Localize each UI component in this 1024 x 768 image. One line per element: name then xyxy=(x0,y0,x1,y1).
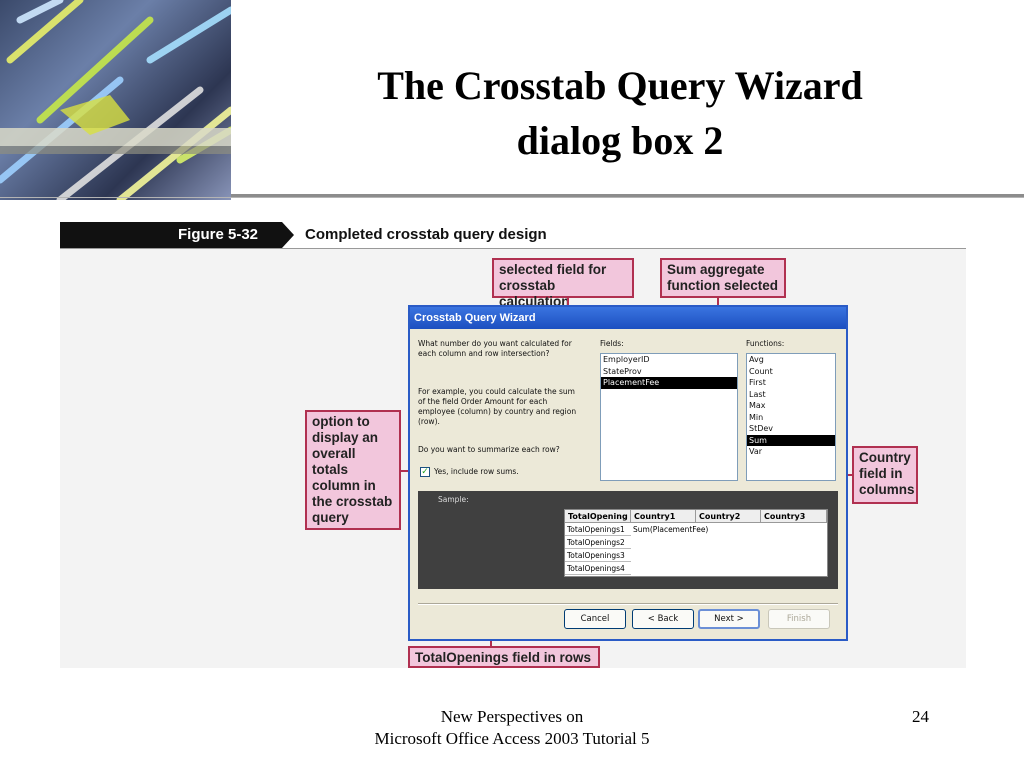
grid-header: Country1 xyxy=(631,510,696,523)
sample-label: Sample: xyxy=(438,495,469,504)
function-item[interactable]: Avg xyxy=(749,355,764,364)
slide-title: The Crosstab Query Wizard dialog box 2 xyxy=(377,63,863,163)
grid-header: Country2 xyxy=(696,510,761,523)
grid-header: Country3 xyxy=(761,510,827,523)
back-button[interactable]: < Back xyxy=(632,609,694,629)
function-item-selected[interactable]: Sum xyxy=(747,434,835,446)
cancel-button[interactable]: Cancel xyxy=(564,609,626,629)
footer-text: New Perspectives on Microsoft Office Acc… xyxy=(374,707,650,748)
function-item[interactable]: First xyxy=(749,378,766,387)
field-item[interactable]: StateProv xyxy=(603,366,642,376)
include-row-sums-label: Yes, include row sums. xyxy=(434,467,519,476)
function-item[interactable]: Max xyxy=(749,401,766,410)
fields-label: Fields: xyxy=(600,339,624,348)
functions-label: Functions: xyxy=(746,339,785,348)
next-button[interactable]: Next > xyxy=(698,609,760,629)
callout-total-openings-rows: TotalOpenings field in rows xyxy=(408,646,600,668)
grid-row-label: TotalOpenings4 xyxy=(565,562,631,575)
field-item[interactable]: EmployerID xyxy=(603,355,650,364)
function-item[interactable]: Last xyxy=(749,389,766,399)
figure-number: Figure 5-32 xyxy=(60,222,282,248)
function-item[interactable]: Min xyxy=(749,412,764,422)
grid-row-label: TotalOpenings1 xyxy=(565,523,631,536)
function-item[interactable]: Var xyxy=(749,447,763,456)
sample-grid: TotalOpening Country1 Country2 Country3 … xyxy=(564,509,828,577)
title-divider xyxy=(231,194,1024,197)
grid-row-label: TotalOpenings2 xyxy=(565,536,631,549)
grid-row-label: TotalOpenings3 xyxy=(565,549,631,562)
field-item-selected[interactable]: PlacementFee xyxy=(601,377,737,389)
dialog-title: Crosstab Query Wizard xyxy=(410,307,846,329)
functions-listbox[interactable]: Avg Count First Last Max Min StDev Sum V… xyxy=(746,353,836,481)
function-item[interactable]: Count xyxy=(749,366,773,376)
function-item[interactable]: StDev xyxy=(749,424,774,433)
include-row-sums-checkbox[interactable]: ✓ xyxy=(420,467,430,477)
figure-arrow-icon xyxy=(282,222,294,248)
finish-button[interactable]: Finish xyxy=(768,609,830,629)
title-divider-thin xyxy=(0,197,1024,198)
page-number: 24 xyxy=(912,707,929,726)
grid-value-cell: Sum(PlacementFee) xyxy=(633,525,709,534)
example-text: For example, you could calculate the sum… xyxy=(418,387,577,426)
summarize-question: Do you want to summarize each row? xyxy=(418,445,560,454)
button-separator xyxy=(418,603,838,605)
figure-header: Figure 5-32 Completed crosstab query des… xyxy=(60,222,966,249)
decorative-corner-image xyxy=(0,0,231,200)
figure-caption: Completed crosstab query design xyxy=(305,226,547,243)
grid-header: TotalOpening xyxy=(565,510,631,523)
fields-listbox[interactable]: EmployerID StateProv PlacementFee xyxy=(600,353,738,481)
sample-preview: Sample: TotalOpening Country1 Country2 C… xyxy=(418,491,838,589)
crosstab-wizard-dialog: Crosstab Query Wizard What number do you… xyxy=(408,305,848,641)
